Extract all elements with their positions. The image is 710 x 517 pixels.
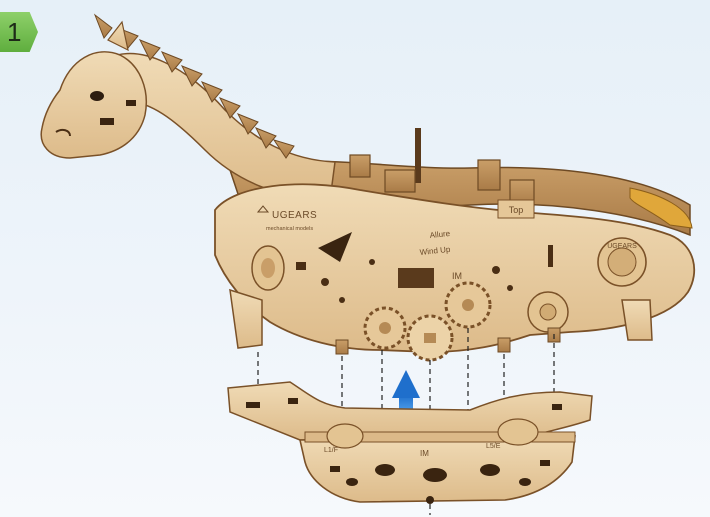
medallion-text: UGEARS [607,243,637,250]
ugears-medallion: UGEARS [598,238,646,286]
front-leg [230,290,262,348]
body-tab [498,338,510,352]
horse-model: Top UGEARS mechanical models Allure Wind… [41,15,694,360]
front-roller [252,246,284,290]
im-top-text: IM [452,271,462,281]
base-left-tag-text: L1/F [324,447,338,454]
gear-icon [446,283,490,327]
horse-eye [90,91,104,101]
rear-roller [528,292,568,332]
brand-tagline-text: mechanical models [266,226,313,232]
brand-logo-text: UGEARS [272,210,317,221]
base-right-tag-text: L5/E [486,443,501,450]
gear-icon [408,316,452,360]
head-slot [100,118,114,125]
rear-leg [622,300,652,340]
top-label-piece: Top [498,200,534,218]
center-rod [415,128,421,183]
body-tab [336,340,348,354]
gear-icon [365,308,405,348]
base-left-wheel [327,424,363,448]
top-label-text: Top [509,205,524,215]
head-slot [126,100,136,106]
horse-ear [108,22,128,50]
base-center-tag-text: IM [420,449,429,458]
base-right-wheel [498,419,538,445]
